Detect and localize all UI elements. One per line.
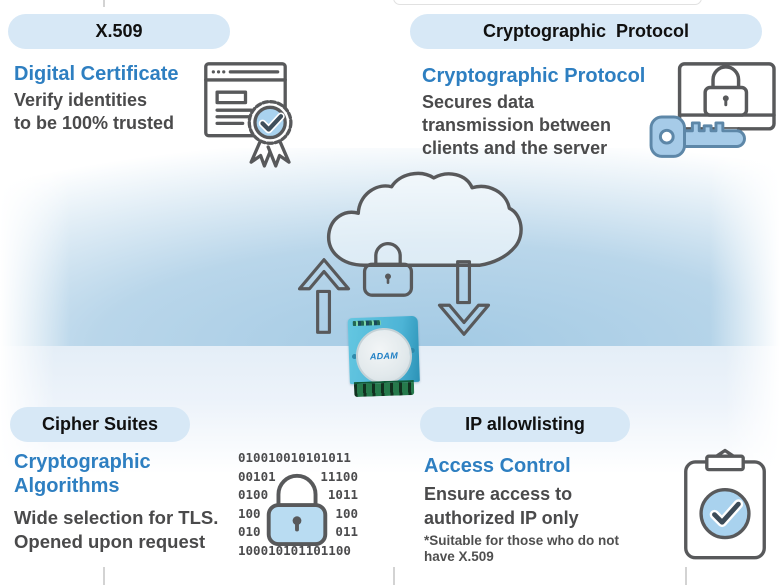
badge-label: IP allowlisting (465, 414, 585, 434)
badge-cryptographic-protocol: Cryptographic Protocol (410, 14, 762, 49)
padlock-icon (362, 241, 414, 297)
digital-certificate-title: Digital Certificate (14, 63, 179, 85)
download-arrow-icon (437, 260, 491, 336)
cryptographic-algorithms-description: Wide selection for TLS. Opened upon requ… (14, 507, 219, 552)
badge-label: Cipher Suites (41, 414, 159, 434)
badge-label: X.509 (95, 21, 143, 41)
adam-io-module: ADAM (347, 315, 421, 398)
cloud-icon (327, 171, 523, 267)
binary-lock-icon: 010010010101011 00101 11100 0100 1011 10… (238, 450, 358, 558)
upload-arrow-icon (297, 258, 351, 334)
device-brand-label: ADAM (369, 350, 399, 362)
grid-tick (103, 0, 105, 7)
digital-certificate-description: Verify identities to be 100% trusted (14, 90, 175, 133)
device-terminal-block (353, 379, 415, 398)
badge-x509: X.509 (8, 14, 230, 49)
access-control-footnote: *Suitable for those who do not have X.50… (424, 533, 619, 564)
cryptographic-protocol-description: Secures data transmission between client… (422, 92, 612, 158)
grid-tick (685, 567, 687, 585)
lock-icon (266, 473, 328, 547)
clipboard-check-icon (684, 448, 766, 560)
cryptographic-algorithms-title: Cryptographic Algorithms (14, 451, 151, 497)
certificate-badge-icon (204, 62, 293, 168)
access-control-description: Ensure access to authorized IP only (424, 484, 579, 528)
monitor-lock-key-icon (649, 62, 776, 158)
grid-tick (103, 567, 105, 585)
cryptographic-protocol-title: Cryptographic Protocol (422, 65, 646, 87)
badge-cipher-suites: Cipher Suites (10, 407, 190, 442)
access-control-title: Access Control (424, 455, 571, 477)
cropped-cell-border (393, 0, 702, 5)
badge-ip-allowlisting: IP allowlisting (420, 407, 630, 442)
badge-label: Cryptographic Protocol (482, 21, 689, 41)
grid-tick (393, 567, 395, 585)
